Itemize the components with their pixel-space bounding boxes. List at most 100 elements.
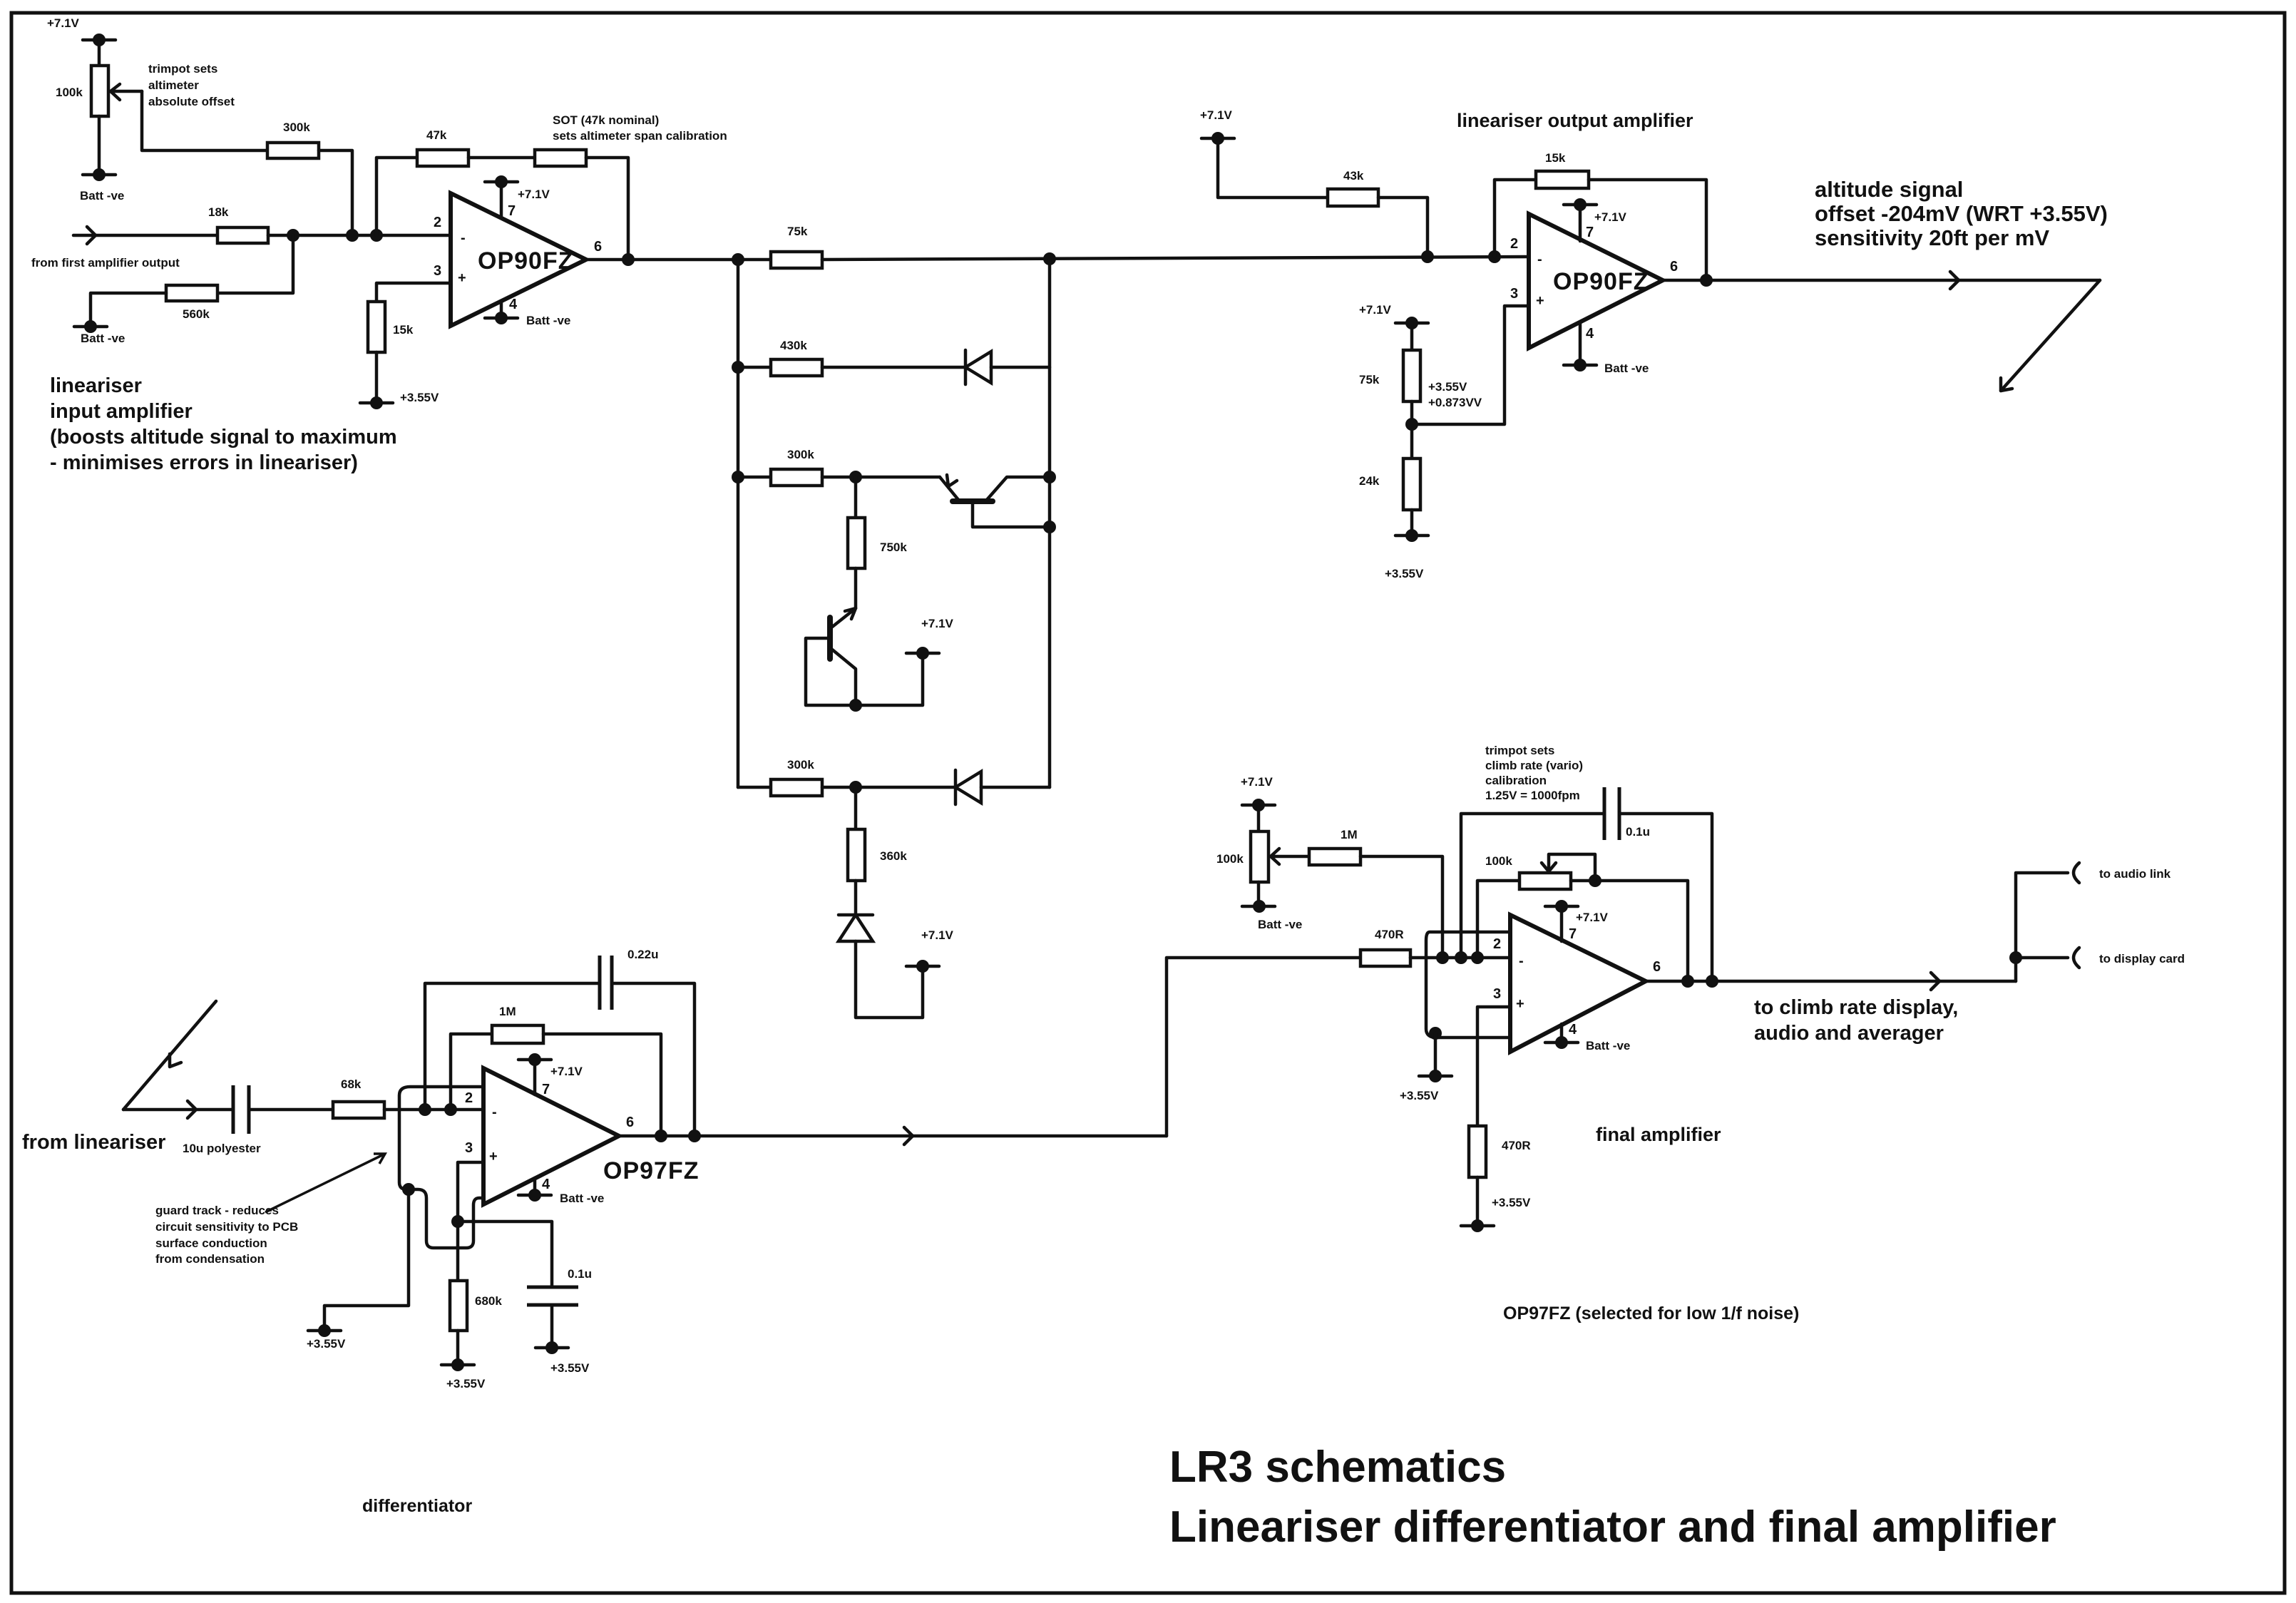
rail-label: +7.1V <box>1359 303 1392 317</box>
rail-label: Batt -ve <box>526 314 570 327</box>
pin-number: 2 <box>434 215 441 230</box>
resistor-300k-a <box>769 467 824 488</box>
rail-node <box>1555 1036 1568 1049</box>
pin-number: 3 <box>465 1140 473 1156</box>
signal-arrow-icon <box>902 1125 915 1147</box>
component-label: 68k <box>341 1077 362 1091</box>
resistor-470r-in <box>1358 948 1413 968</box>
pin-sign: + <box>1536 293 1544 309</box>
resistor-15k-fb <box>1534 169 1591 190</box>
rail-node <box>93 168 106 181</box>
component-label: 300k <box>787 758 814 772</box>
component-label: 100k <box>56 86 83 99</box>
input-label: from first amplifier output <box>31 256 180 270</box>
component-label: 18k <box>208 205 229 219</box>
resistor-47k <box>415 148 471 168</box>
rail-node <box>1574 198 1587 211</box>
rail-label: Batt -ve <box>1258 918 1302 931</box>
junction <box>1700 274 1713 287</box>
resistor-18k <box>215 225 270 245</box>
wire <box>1410 304 1531 426</box>
note-line: 1.25V = 1000fpm <box>1485 789 1580 802</box>
rail-node <box>495 312 508 324</box>
resistor-68k <box>331 1100 386 1120</box>
component-label: 47k <box>426 128 447 142</box>
resistor-300k-b <box>769 777 824 798</box>
rail-node <box>916 647 929 660</box>
pin-number: 3 <box>1510 286 1518 302</box>
opamp-final <box>1508 911 1651 1055</box>
component-label: 750k <box>880 541 907 554</box>
note-line: trimpot sets <box>1485 744 1554 757</box>
rail-node <box>84 320 97 333</box>
wiper-arrow-icon <box>1539 861 1558 874</box>
pin-number: 4 <box>509 297 518 312</box>
signal-arrow-icon <box>1929 970 1942 992</box>
resistor-24k <box>1401 456 1423 512</box>
note-line: +0.873VV <box>1428 396 1482 409</box>
title-line-2: Lineariser differentiator and final ampl… <box>1169 1502 2056 1552</box>
component-label: SOT (47k nominal) <box>553 113 659 127</box>
wire <box>1617 811 1714 983</box>
section-heading: final amplifier <box>1596 1124 1721 1145</box>
opamp-note: OP97FZ (selected for low 1/f noise) <box>1503 1304 1799 1323</box>
rail-node <box>1405 529 1418 542</box>
pin-sign: - <box>1519 953 1524 969</box>
rail-label: +7.1V <box>921 928 954 942</box>
component-label: 560k <box>183 307 210 321</box>
rail-node <box>318 1324 331 1337</box>
pin-number: 6 <box>1670 259 1678 275</box>
component-label: 0.1u <box>1626 825 1650 839</box>
wire <box>456 1160 486 1283</box>
note-line: sets altimeter span calibration <box>553 129 727 143</box>
rail-label: +7.1V <box>1200 108 1233 122</box>
resistor-75k <box>769 250 824 270</box>
resistor-430k <box>769 357 824 378</box>
junction <box>1405 418 1418 431</box>
zener-diode-icon <box>835 911 876 943</box>
note-line: from condensation <box>155 1252 265 1266</box>
bus-wire <box>820 255 1531 262</box>
rail-node <box>1429 1070 1442 1082</box>
lineariser-network: 75k 430k 300k 750k <box>584 225 1531 1020</box>
rail-label: +7.1V <box>550 1065 583 1078</box>
output-note: audio and averager <box>1754 1022 1944 1045</box>
wire <box>1376 195 1430 259</box>
resistor-15k <box>366 299 387 354</box>
junction <box>1681 975 1694 988</box>
resistor-75k-div <box>1401 348 1423 404</box>
component-label: 100k <box>1216 852 1244 866</box>
rail-label: +3.55V <box>1385 567 1424 580</box>
pin-sign: - <box>492 1105 497 1120</box>
component-label: 0.1u <box>568 1267 592 1281</box>
rail-label: +3.55V <box>446 1377 486 1391</box>
component-label: 470R <box>1502 1139 1531 1152</box>
component-label: 360k <box>880 849 907 863</box>
rail-node <box>545 1341 558 1354</box>
section-heading: differentiator <box>362 1496 472 1516</box>
resistor-560k <box>164 283 220 303</box>
pin-number: 2 <box>1510 236 1518 252</box>
diode-icon <box>952 768 983 806</box>
opamp-label: OP90FZ <box>1553 268 1649 295</box>
junction <box>346 229 359 242</box>
opamp-output <box>1527 210 1668 352</box>
opamp-label: OP90FZ <box>478 247 573 275</box>
junction <box>1421 250 1434 263</box>
wiper-arrow-icon <box>1269 846 1311 866</box>
opamp-differentiator <box>481 1065 624 1208</box>
component-label: 300k <box>787 448 814 461</box>
wiper-arrow-icon <box>108 82 144 102</box>
rail-node <box>1253 900 1266 913</box>
wire <box>854 939 925 1020</box>
output-label-audio: to audio link <box>2099 867 2171 881</box>
pin-number: 6 <box>1653 959 1661 975</box>
trimpot-final-offset <box>1249 829 1271 884</box>
rail-label: Batt -ve <box>81 332 125 345</box>
note-line: altimeter <box>148 78 199 92</box>
rail-node <box>451 1358 464 1371</box>
rail-label: +7.1V <box>1576 911 1609 924</box>
component-label: 10u polyester <box>183 1142 261 1155</box>
wire <box>1569 879 1690 983</box>
component-label: 24k <box>1359 474 1380 488</box>
